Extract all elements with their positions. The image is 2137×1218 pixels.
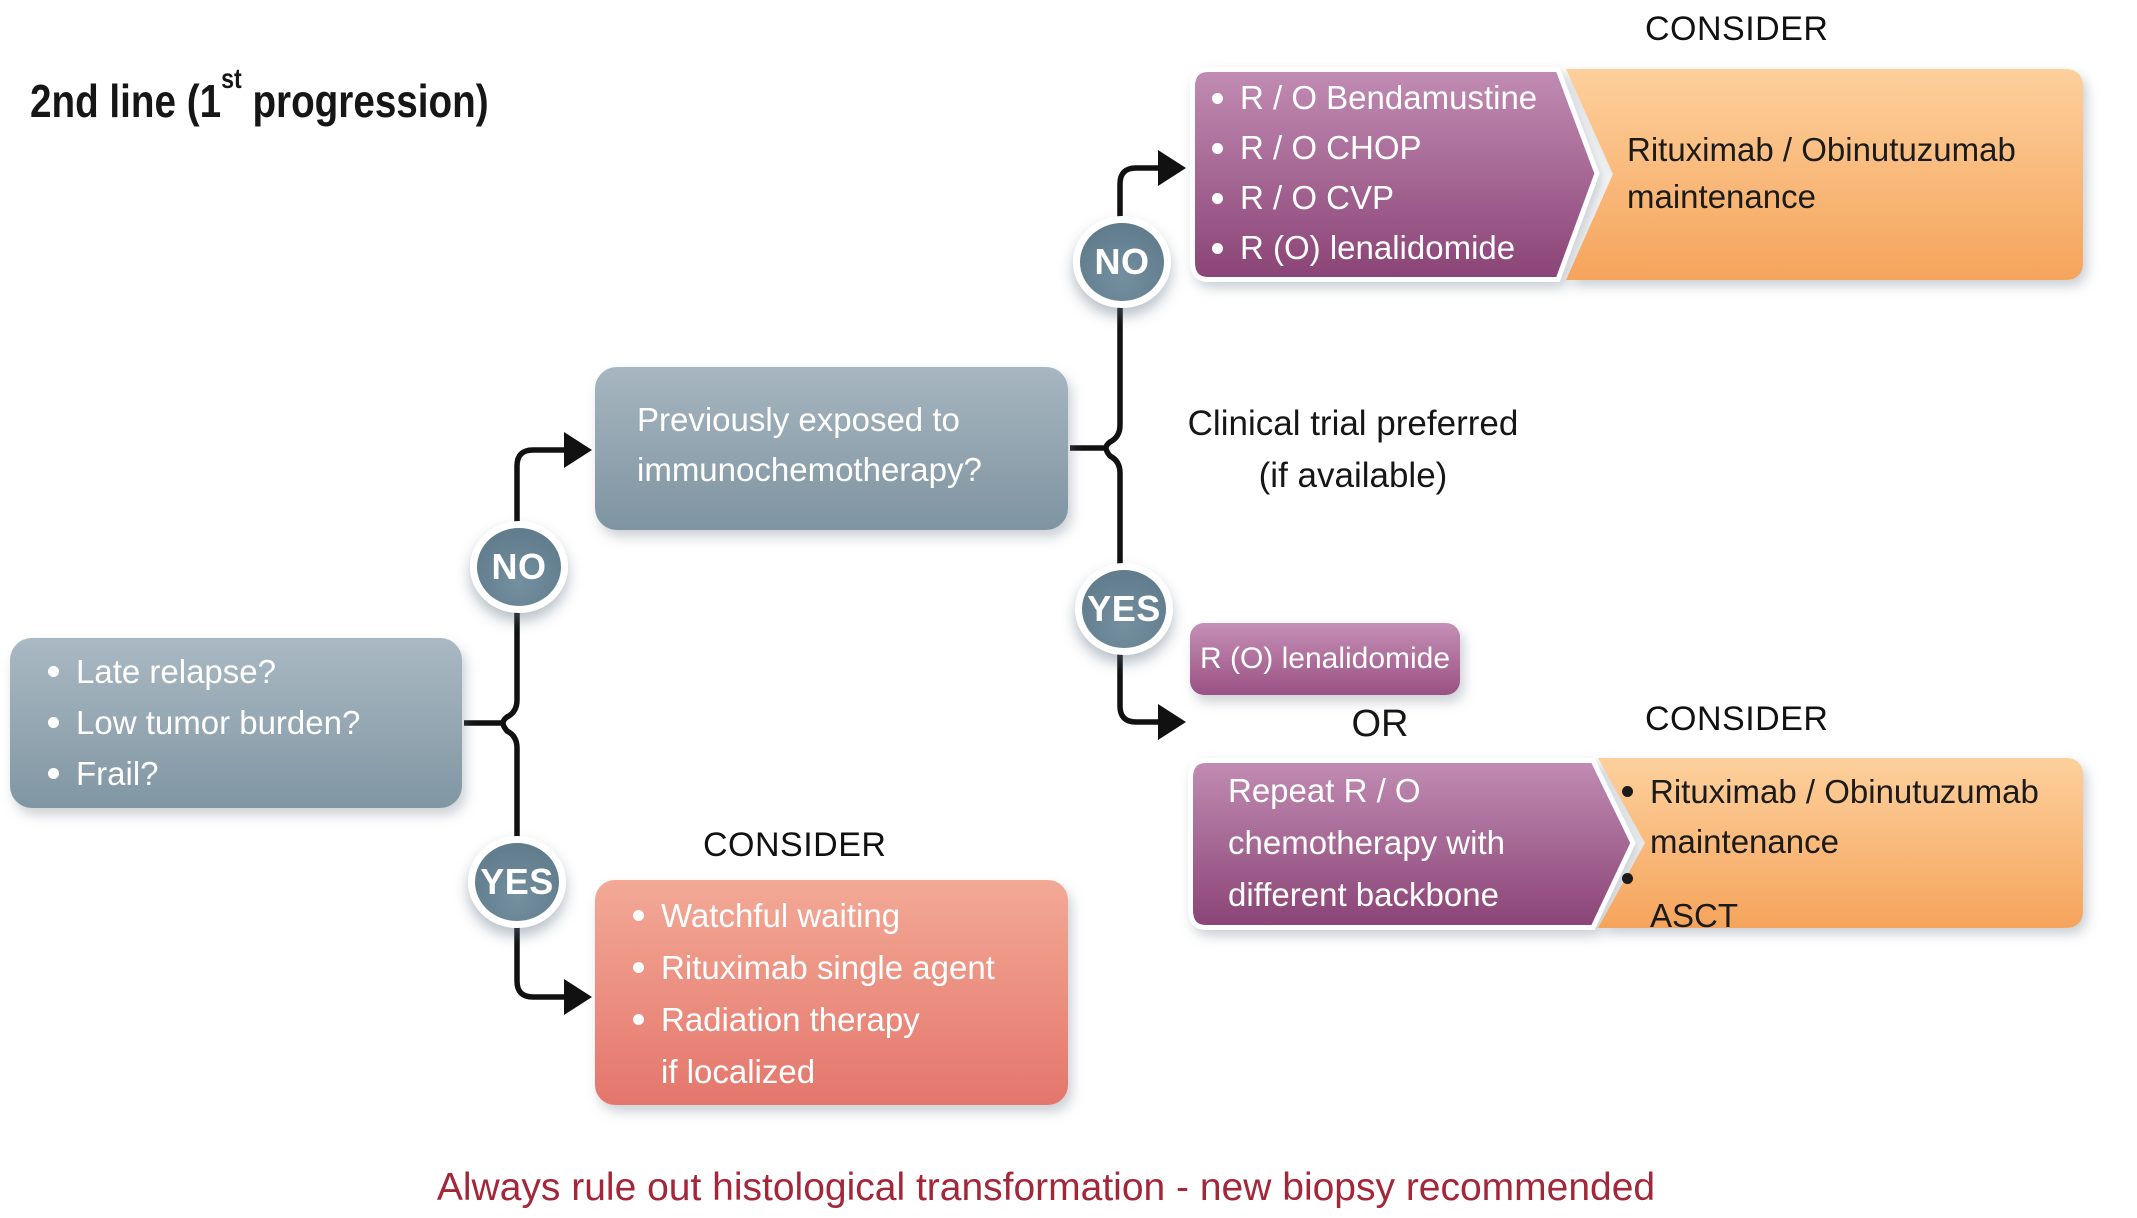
list-item: Radiation therapy if localized: [633, 994, 995, 1098]
title-suffix: progression): [241, 75, 489, 127]
no-path-consider-box: [1566, 69, 2083, 280]
list-item: R / O CHOP: [1212, 123, 1537, 173]
bullet-icon: [1212, 143, 1223, 154]
frail-options-list: Watchful waiting Rituximab single agent …: [633, 890, 995, 1098]
frail-option-label: Rituximab single agent: [661, 949, 995, 986]
list-item: Rituximab / Obinutuzumab maintenance: [1622, 767, 2039, 867]
bullet-icon: [1622, 786, 1633, 797]
no-path-consider-label: Rituximab / Obinutuzumab maintenance: [1627, 131, 2016, 215]
or-label: OR: [1351, 703, 1409, 745]
question-box: [595, 367, 1068, 530]
decision-no-right: NO: [1073, 216, 1171, 308]
list-item: R (O) lenalidomide: [1212, 223, 1537, 273]
frail-option-label: Watchful waiting: [661, 897, 901, 934]
repeat-chemo-box: [1188, 758, 1636, 930]
list-item: Low tumor burden?: [48, 697, 360, 748]
list-item: R / O CVP: [1212, 173, 1537, 223]
bullet-icon: [1212, 243, 1223, 254]
bullet-icon: [633, 910, 644, 921]
bullet-icon: [48, 717, 59, 728]
regimen-label: R / O Bendamustine: [1240, 79, 1538, 116]
bullet-icon: [1622, 873, 1633, 884]
bullet-icon: [1212, 93, 1223, 104]
lenalidomide-option-box: R (O) lenalidomide: [1190, 623, 1460, 695]
decision-no-left: NO: [470, 521, 568, 613]
bullet-icon: [48, 768, 59, 779]
consider-heading-no-path: CONSIDER: [1645, 10, 1829, 48]
consider-option-label: Rituximab / Obinutuzumab maintenance: [1650, 773, 2039, 860]
consider-option-label: ASCT: [1650, 897, 1739, 934]
decision-yes-right: YES: [1075, 563, 1173, 655]
regimen-label: R / O CHOP: [1240, 129, 1422, 166]
bullet-icon: [1212, 193, 1223, 204]
list-item: Late relapse?: [48, 646, 360, 697]
bullet-icon: [633, 1014, 644, 1025]
yes-path-consider-box: [1598, 758, 2083, 928]
footnote: Always rule out histological transformat…: [436, 1166, 1656, 1209]
criteria-item-label: Late relapse?: [76, 653, 276, 690]
regimen-label: R / O CVP: [1240, 179, 1395, 216]
no-path-options-box: [1190, 67, 1600, 282]
frail-options-box: [595, 880, 1068, 1105]
list-item: Frail?: [48, 748, 360, 799]
frail-option-label: Radiation therapy if localized: [661, 1001, 920, 1090]
consider-heading-yes-path: CONSIDER: [1645, 700, 1829, 738]
clinical-trial-note: Clinical trial preferred (if available): [1187, 404, 1519, 495]
criteria-item-label: Low tumor burden?: [76, 704, 361, 741]
regimen-label: R (O) lenalidomide: [1240, 229, 1516, 266]
criteria-list: Late relapse? Low tumor burden? Frail?: [48, 646, 360, 799]
consider-heading-frail: CONSIDER: [703, 826, 887, 864]
list-item: Rituximab single agent: [633, 942, 995, 994]
criteria-item-label: Frail?: [76, 755, 159, 792]
lenalidomide-option-label: R (O) lenalidomide: [1199, 642, 1451, 675]
decision-yes-left: YES: [468, 836, 566, 928]
criteria-box: [10, 638, 462, 808]
no-path-options-list: R / O Bendamustine R / O CHOP R / O CVP …: [1212, 73, 1537, 273]
repeat-chemo-label: Repeat R / O chemotherapy with different…: [1228, 772, 1505, 913]
list-item: Watchful waiting: [633, 890, 995, 942]
list-item: R / O Bendamustine: [1212, 73, 1537, 123]
title-superscript: st: [221, 63, 242, 95]
title-prefix: 2nd line (1: [30, 75, 222, 127]
list-item: ASCT: [1622, 867, 2039, 941]
question-box-label: Previously exposed to immunochemotherapy…: [637, 401, 982, 488]
bullet-icon: [633, 962, 644, 973]
bullet-icon: [48, 666, 59, 677]
yes-path-consider-list: Rituximab / Obinutuzumab maintenance ASC…: [1622, 767, 2039, 941]
arrowheads: [564, 150, 1186, 1015]
page-title: 2nd line (1st progression): [30, 63, 489, 128]
